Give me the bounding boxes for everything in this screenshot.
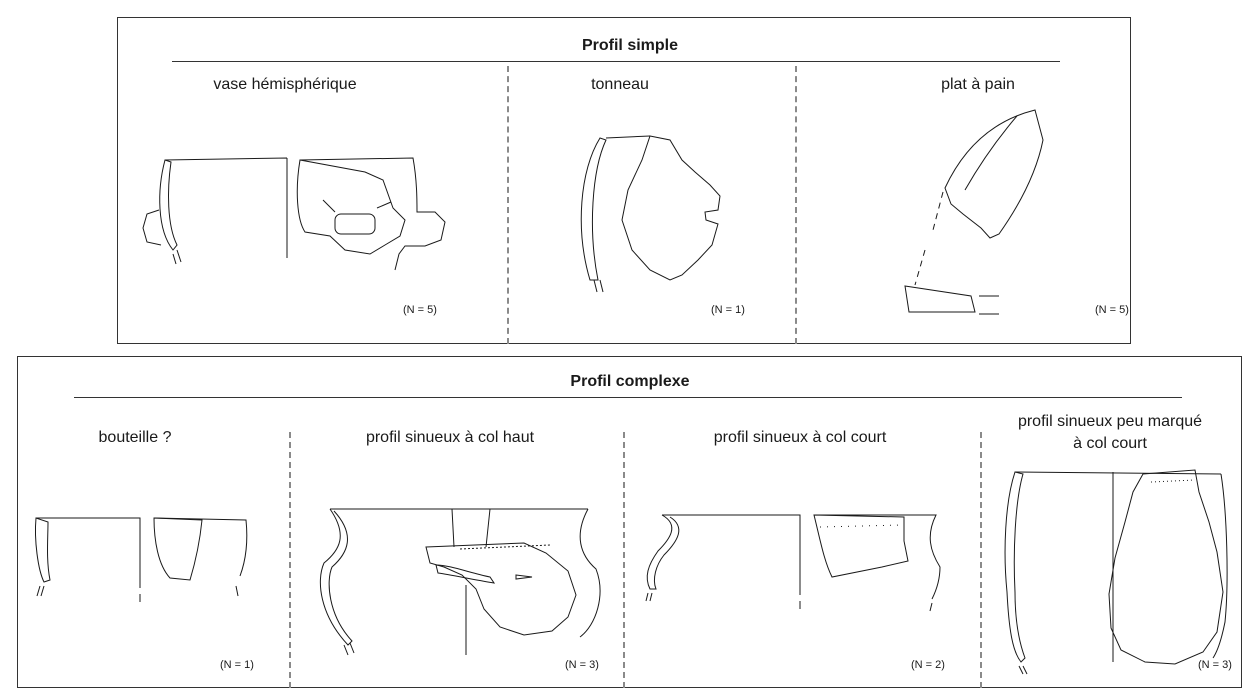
sinueux-col-court-drawing	[645, 514, 941, 612]
sinueux-peu-marque-drawing	[1004, 469, 1228, 675]
simple-profile-title: Profil simple	[581, 37, 679, 54]
plat-a-pain-drawing	[904, 109, 1044, 315]
count-plat-a-pain: (N = 5)	[1095, 304, 1129, 316]
complex-divider-3	[980, 432, 982, 688]
simple-divider-2	[795, 66, 797, 344]
count-vase-hemispherique: (N = 5)	[403, 304, 437, 316]
count-sinueux-col-court: (N = 2)	[911, 659, 945, 671]
count-sinueux-col-haut: (N = 3)	[565, 659, 599, 671]
count-sinueux-peu-marque: (N = 3)	[1198, 659, 1232, 671]
count-tonneau: (N = 1)	[711, 304, 745, 316]
type-label-bouteille: bouteille ?	[98, 429, 172, 446]
type-label-vase-hemispherique: vase hémisphérique	[213, 76, 357, 93]
type-label-sinueux-peu-marque-line2: à col court	[1073, 435, 1147, 452]
sinueux-col-haut-drawing	[319, 508, 601, 656]
simple-profile-title-rule	[172, 61, 1060, 62]
simple-profile-panel	[117, 17, 1131, 344]
bouteille-drawing	[35, 517, 248, 602]
complex-divider-1	[289, 432, 291, 688]
complex-profile-title-rule	[74, 397, 1182, 398]
count-bouteille: (N = 1)	[220, 659, 254, 671]
complex-profile-panel	[17, 356, 1242, 688]
vase-hemispherique-drawing	[142, 157, 446, 271]
type-label-plat-a-pain: plat à pain	[941, 76, 1015, 93]
type-label-sinueux-peu-marque-line1: profil sinueux peu marqué	[1017, 413, 1203, 430]
type-label-tonneau: tonneau	[591, 76, 649, 93]
tonneau-drawing	[580, 135, 721, 293]
simple-divider-1	[507, 66, 509, 344]
complex-profile-title: Profil complexe	[570, 373, 690, 390]
complex-divider-2	[623, 432, 625, 688]
type-label-sinueux-col-haut: profil sinueux à col haut	[365, 429, 535, 446]
type-label-sinueux-col-court: profil sinueux à col court	[713, 429, 887, 446]
